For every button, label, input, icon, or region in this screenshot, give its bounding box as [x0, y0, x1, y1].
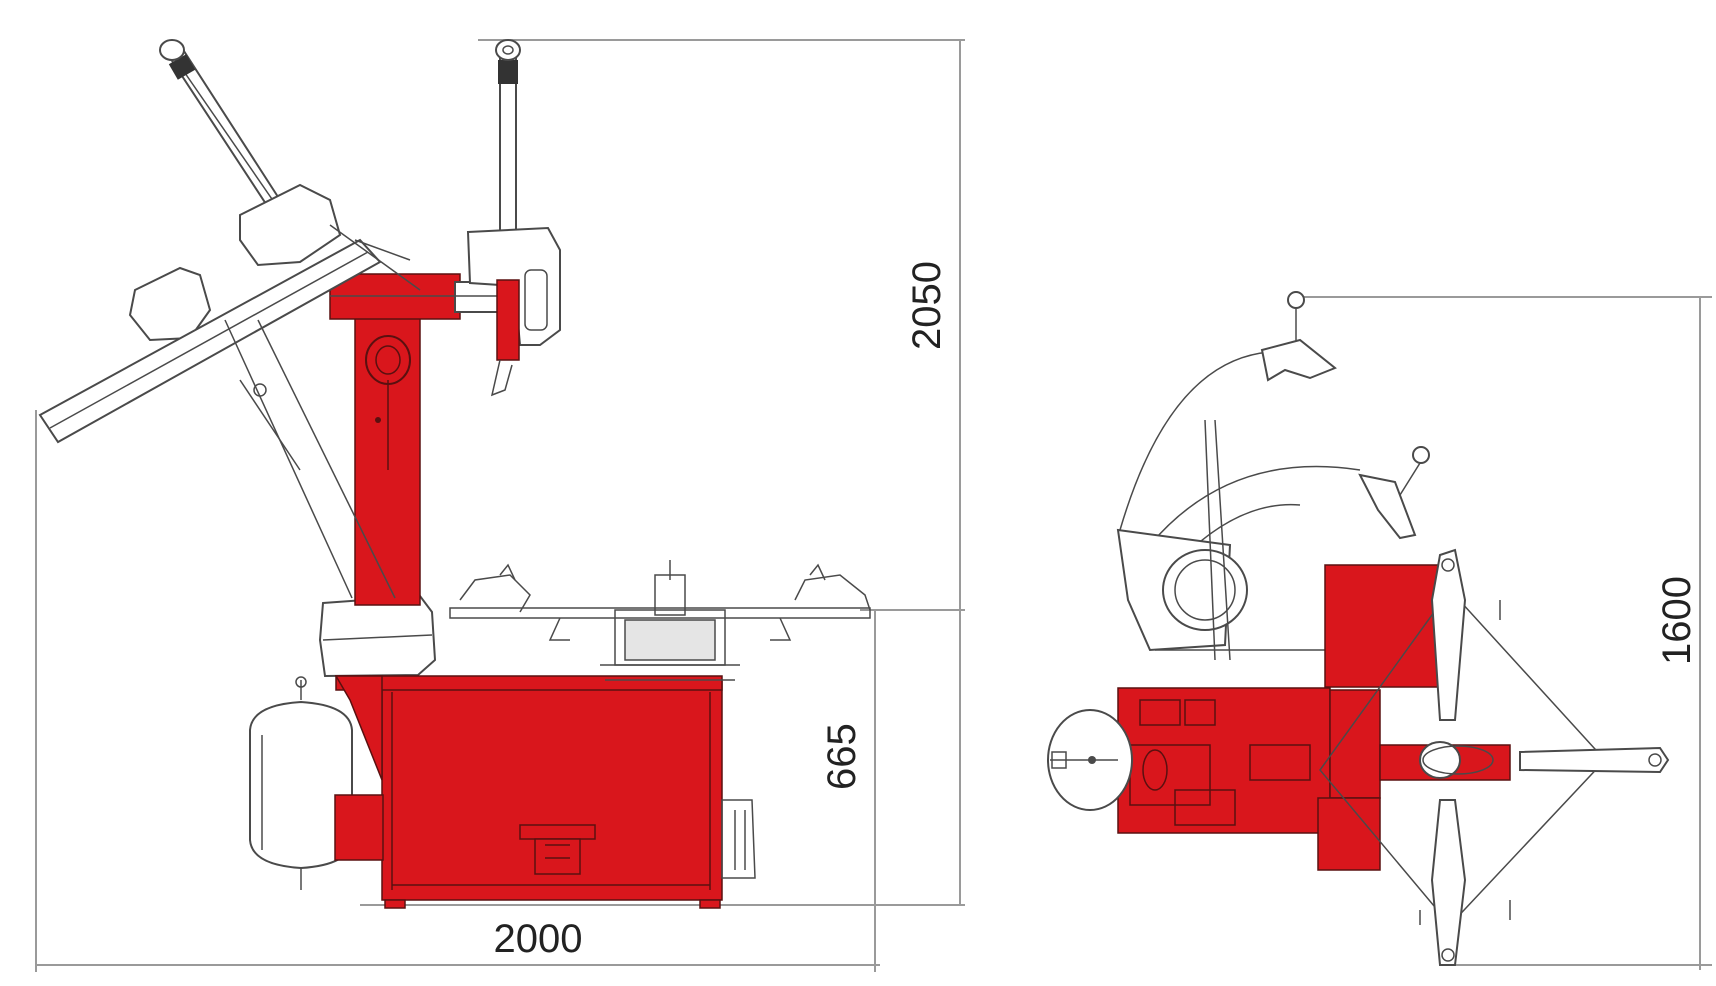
side-view: 2050 665 2000 — [35, 39, 965, 972]
side-accessory-box — [721, 799, 756, 879]
top-view-dimension-lines — [1288, 296, 1712, 970]
upper-housing — [318, 594, 437, 678]
turntable — [449, 560, 871, 681]
mount-demount-head — [466, 39, 561, 397]
depth-dimension-label: 1600 — [1655, 576, 1699, 665]
table-height-dimension-label: 665 — [820, 723, 864, 790]
main-cabinet — [334, 675, 723, 909]
height-dimension-label: 2050 — [905, 261, 949, 350]
helper-swing-arcs — [1119, 291, 1430, 561]
side-view-dimension-lines — [35, 39, 965, 972]
bead-breaker-disc — [1047, 709, 1133, 811]
foot-pedals — [519, 824, 596, 875]
width-dimension-label: 2000 — [494, 917, 583, 961]
column-base-plate — [1116, 419, 1330, 661]
top-view-turntable — [1319, 548, 1670, 966]
top-view: 1600 — [1047, 291, 1712, 970]
tilted-helper-arm — [38, 39, 421, 599]
vertical-column — [354, 299, 421, 606]
